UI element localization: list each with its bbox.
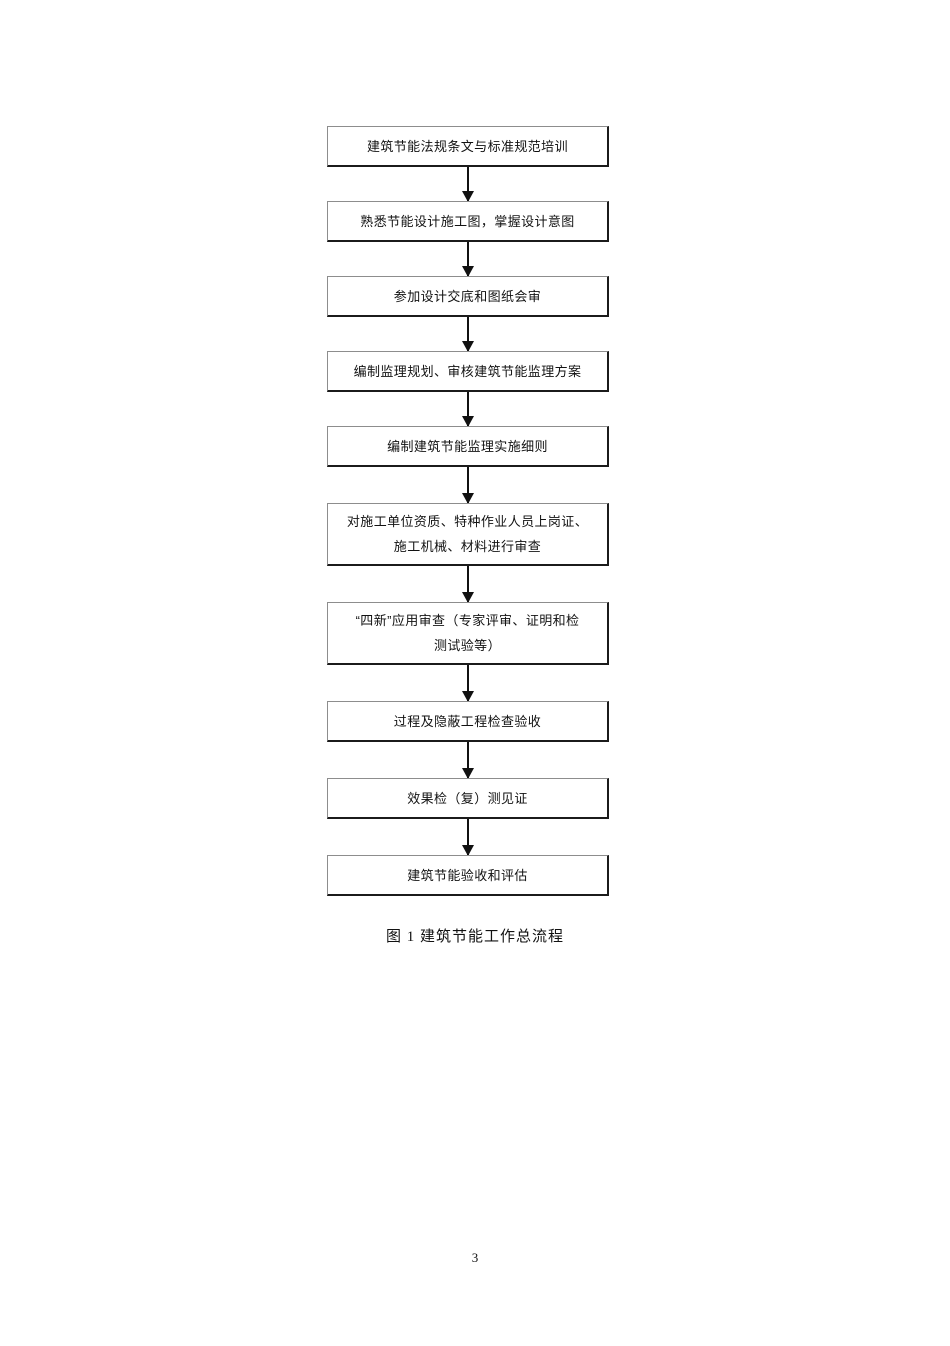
arrow-shaft-icon <box>467 742 469 778</box>
flow-connector-7-8 <box>327 665 609 702</box>
flow-connector-3-4 <box>327 317 609 352</box>
down-arrow-icon <box>462 493 474 504</box>
flow-node-7-line-1: “四新”应用审查（专家评审、证明和检 <box>355 613 580 628</box>
down-arrow-icon <box>462 191 474 202</box>
arrow-shaft-icon <box>467 665 469 701</box>
flow-connector-1-2 <box>327 167 609 202</box>
flow-connector-6-7 <box>327 566 609 603</box>
flow-node-10-line-1: 建筑节能验收和评估 <box>407 867 528 883</box>
arrow-shaft-icon <box>467 819 469 855</box>
down-arrow-icon <box>462 416 474 427</box>
flow-node-5: 编制建筑节能监理实施细则 <box>327 426 609 467</box>
flowchart-diagram: 建筑节能法规条文与标准规范培训 熟悉节能设计施工图，掌握设计意图 参加设计交底和… <box>327 126 609 896</box>
down-arrow-icon <box>462 592 474 603</box>
flow-node-10: 建筑节能验收和评估 <box>327 855 609 896</box>
down-arrow-icon <box>462 768 474 779</box>
flow-node-8: 过程及隐蔽工程检查验收 <box>327 701 609 742</box>
arrow-shaft-icon <box>467 242 469 276</box>
flow-node-6-line-2: 施工机械、材料进行审查 <box>393 539 542 554</box>
flow-node-9-line-1: 效果检（复）测见证 <box>407 790 528 806</box>
flow-node-7: “四新”应用审查（专家评审、证明和检 测试验等） <box>327 602 609 665</box>
arrow-shaft-icon <box>467 167 469 201</box>
flow-node-4: 编制监理规划、审核建筑节能监理方案 <box>327 351 609 392</box>
down-arrow-icon <box>462 266 474 277</box>
page-number: 3 <box>471 1250 479 1265</box>
arrow-shaft-icon <box>467 317 469 351</box>
flow-node-5-line-1: 编制建筑节能监理实施细则 <box>387 438 548 454</box>
flow-connector-4-5 <box>327 392 609 427</box>
flow-node-1: 建筑节能法规条文与标准规范培训 <box>327 126 609 167</box>
flow-connector-5-6 <box>327 467 609 504</box>
flow-connector-9-10 <box>327 819 609 856</box>
figure-caption: 图 1 建筑节能工作总流程 <box>385 929 564 945</box>
flow-node-1-line-1: 建筑节能法规条文与标准规范培训 <box>366 138 568 154</box>
flow-node-8-line-1: 过程及隐蔽工程检查验收 <box>393 713 542 729</box>
flow-node-3-line-1: 参加设计交底和图纸会审 <box>393 288 542 304</box>
flow-connector-2-3 <box>327 242 609 277</box>
flow-node-6: 对施工单位资质、特种作业人员上岗证、 施工机械、材料进行审查 <box>327 503 609 566</box>
flow-node-4-line-1: 编制监理规划、审核建筑节能监理方案 <box>353 363 582 379</box>
flow-node-3: 参加设计交底和图纸会审 <box>327 276 609 317</box>
flow-node-2-line-1: 熟悉节能设计施工图，掌握设计意图 <box>360 213 575 229</box>
down-arrow-icon <box>462 691 474 702</box>
flow-node-2: 熟悉节能设计施工图，掌握设计意图 <box>327 201 609 242</box>
flow-connector-8-9 <box>327 742 609 779</box>
down-arrow-icon <box>462 341 474 352</box>
arrow-shaft-icon <box>467 392 469 426</box>
flow-node-6-line-1: 对施工单位资质、特种作业人员上岗证、 <box>346 514 589 529</box>
flow-node-7-line-2: 测试验等） <box>433 638 501 653</box>
arrow-shaft-icon <box>467 467 469 503</box>
flow-node-9: 效果检（复）测见证 <box>327 778 609 819</box>
arrow-shaft-icon <box>467 566 469 602</box>
down-arrow-icon <box>462 845 474 856</box>
